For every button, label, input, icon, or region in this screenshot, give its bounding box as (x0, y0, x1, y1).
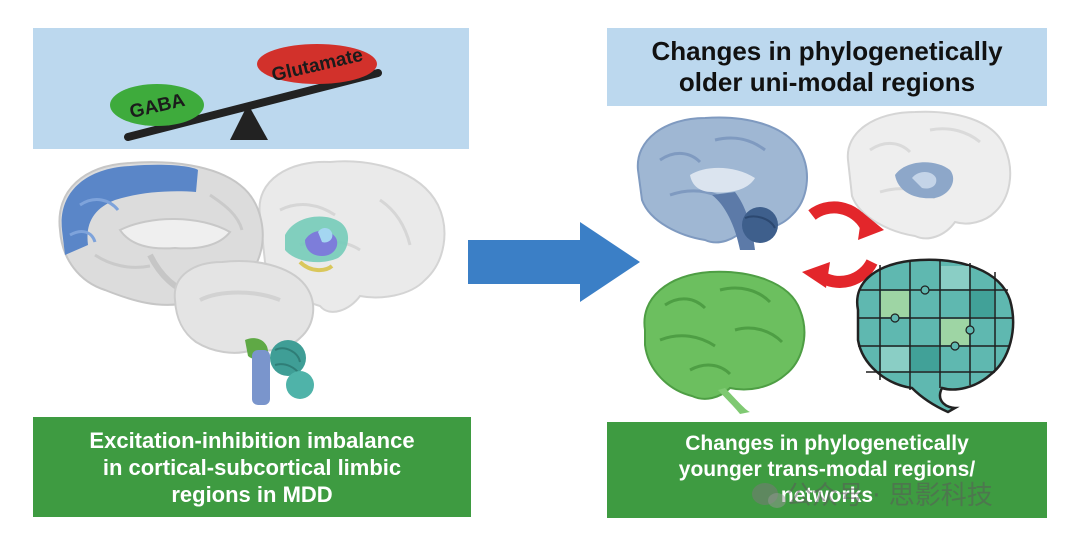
glutamate-ellipse (257, 44, 377, 84)
brain-unimodal-lightgrey (846, 110, 1012, 240)
younger-regions-caption-line-2: younger trans-modal regions/ (678, 458, 976, 481)
brain-brainstem (173, 260, 315, 405)
younger-regions-caption-box: Changes in phylogenetically younger tran… (607, 422, 1047, 518)
watermark: 公众号 · 思影科技 (752, 475, 993, 512)
cerebellum-left (270, 340, 306, 376)
gaba-ellipse (110, 84, 204, 126)
younger-regions-caption-line-3: networks (780, 484, 874, 507)
younger-regions-caption-line-1: Changes in phylogenetically (685, 432, 969, 455)
brain-puzzle-network (855, 258, 1015, 414)
brain-limbic-grey (258, 160, 446, 313)
brainstem (252, 350, 270, 405)
imbalance-caption-box: Excitation-inhibition imbalance in corti… (33, 417, 471, 517)
seesaw-beam (124, 69, 382, 141)
seesaw-fulcrum (230, 104, 268, 140)
prefrontal-cortex (61, 164, 198, 255)
watermark-text: 公众号 · 思影科技 (786, 481, 993, 511)
imbalance-caption-line-1: Excitation-inhibition imbalance (89, 427, 415, 453)
brain-transmodal-green (643, 270, 806, 414)
older-regions-title-box: Changes in phylogenetically older uni-mo… (607, 28, 1047, 106)
imbalance-caption-line-2: in cortical-subcortical limbic (102, 454, 402, 480)
imbalance-caption-line-3: regions in MDD (171, 481, 333, 507)
seesaw: GABA Glutamate (110, 44, 382, 141)
brain-unimodal-bluegrey (636, 116, 808, 250)
older-regions-title-line-1: Changes in phylogenetically (651, 36, 1003, 66)
wechat-icon (752, 482, 786, 508)
transition-arrow (468, 222, 640, 302)
older-regions-title-line-2: older uni-modal regions (678, 67, 976, 97)
cycle-arrows (802, 201, 884, 288)
